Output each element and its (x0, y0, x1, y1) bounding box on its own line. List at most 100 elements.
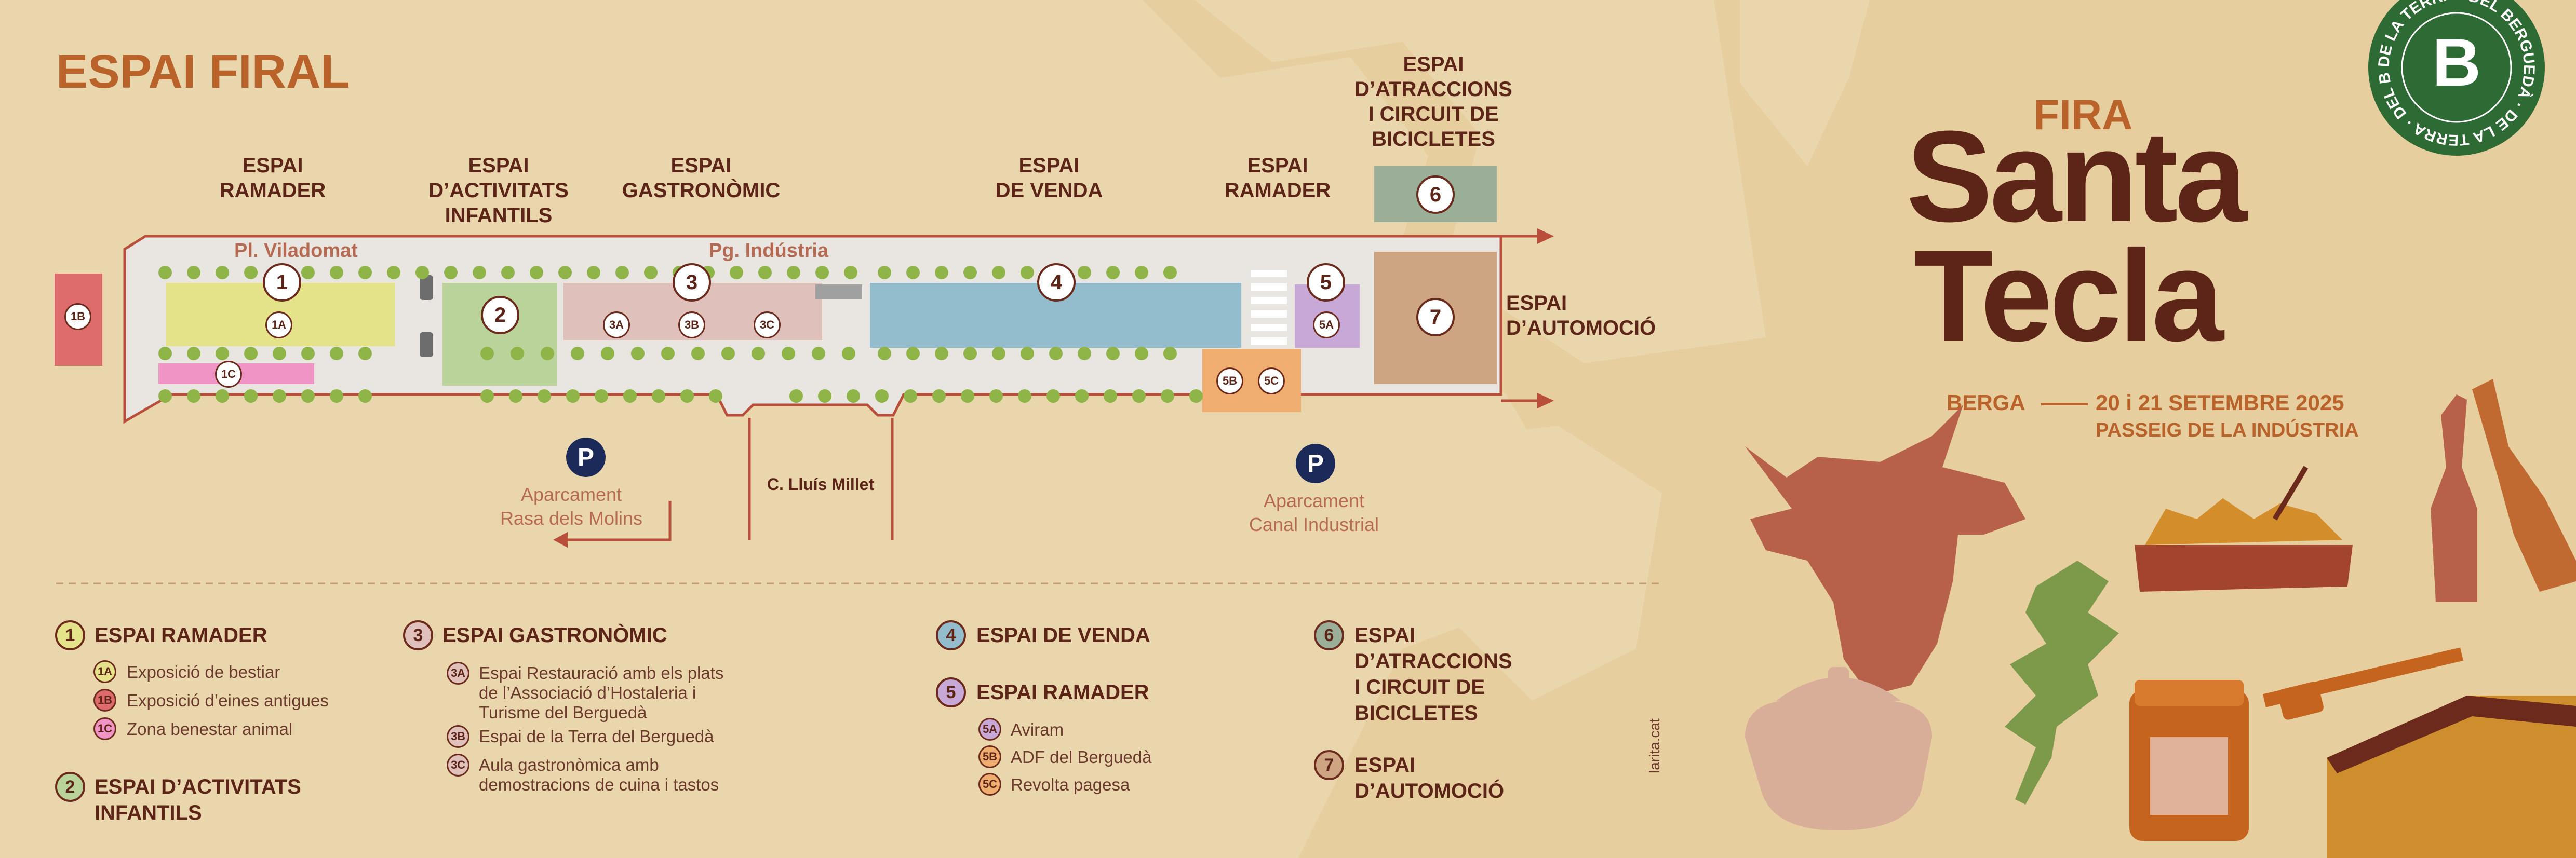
tree-dot (538, 389, 551, 403)
label-c-lluis-millet: C. Lluís Millet (767, 475, 875, 494)
tree-dot (301, 266, 315, 279)
tree-dot (709, 389, 722, 403)
marker-5A: 5A (1313, 311, 1340, 338)
tree-dot (680, 389, 694, 403)
legend-title-7: ESPAI D’AUTOMOCIÓ (1354, 754, 1505, 802)
legend-marker-1B: 1B (93, 689, 116, 712)
tree-dot (1049, 347, 1063, 360)
header-espai-ramader-1: ESPAI RAMADER (219, 154, 326, 202)
cow-head-icon (1745, 405, 2025, 696)
marker-3C: 3C (754, 311, 781, 338)
legend-marker-4: 4 (936, 620, 966, 650)
label-pg-industria: Pg. Indústria (708, 240, 829, 262)
crosswalk (1251, 270, 1287, 348)
tree-dot (1132, 389, 1146, 403)
poster-illustrations (1745, 379, 2576, 858)
tree-dot (444, 266, 458, 279)
tree-dot (480, 389, 494, 403)
tree-dot (1163, 266, 1177, 279)
tree-dot (244, 266, 258, 279)
tree-dot (1104, 389, 1117, 403)
tree-dot (875, 389, 889, 403)
marker-3B: 3B (678, 311, 705, 338)
tree-dot (273, 347, 286, 360)
tree-dot (904, 389, 917, 403)
tree-dot (244, 347, 258, 360)
tree-dot (721, 347, 735, 360)
tree-dot (511, 347, 524, 360)
credit-text: larita.cat (1646, 718, 1662, 773)
marker-1B: 1B (64, 303, 91, 330)
legend-item-3B: Espai de la Terra del Berguedà (479, 727, 714, 746)
legend-item-3A: Espai Restauració amb els plats de l’Ass… (479, 663, 724, 722)
tree-dot (473, 266, 486, 279)
legend-marker-5B: 5B (978, 745, 1001, 768)
legend-item-5B: ADF del Berguedà (1011, 747, 1152, 767)
tree-dot (1161, 389, 1174, 403)
tree-dot (216, 266, 229, 279)
tree-dot (480, 347, 494, 360)
tree-dot (216, 389, 229, 403)
poster-tecla: Tecla (1914, 223, 2224, 368)
tree-dot (509, 389, 522, 403)
label-pl-viladomat: Pl. Viladomat (234, 240, 358, 262)
header-espai-activitats: ESPAI D’ACTIVITATS INFANTILS (428, 154, 569, 227)
tree-dot (878, 266, 891, 279)
oak-leaf-icon (2005, 561, 2119, 805)
legend-item-3C: Aula gastronòmica amb demostracions de c… (479, 755, 719, 794)
booth-marker (420, 332, 433, 357)
tree-dot (1021, 347, 1034, 360)
tree-dot (906, 266, 920, 279)
marker-1C: 1C (215, 361, 242, 388)
tree-dot (415, 266, 429, 279)
parking-icon: P (566, 438, 606, 477)
legend-item-5C: Revolta pagesa (1011, 775, 1130, 794)
pot-lid-icon (1776, 677, 1901, 701)
legend-marker-5: 5 (936, 677, 966, 707)
header-espai-atraccions: ESPAI D’ATRACCIONS I CIRCUIT DE BICICLET… (1354, 53, 1512, 151)
tree-dot (935, 266, 948, 279)
legend-marker-1C: 1C (93, 717, 116, 740)
tree-dot (571, 347, 584, 360)
legend-marker-5C: 5C (978, 773, 1001, 796)
tree-dot (844, 266, 857, 279)
tree-dot (812, 347, 825, 360)
marker-1: 1 (263, 263, 301, 302)
header-espai-gastronomic: ESPAI GASTRONÒMIC (622, 154, 781, 202)
tree-dot (595, 389, 608, 403)
tree-dot (842, 347, 855, 360)
poster-santa: Santa (1906, 104, 2247, 249)
legend-item-1B: Exposició d’eines antigues (127, 691, 329, 710)
booth-marker (420, 275, 433, 300)
tree-dot (358, 347, 372, 360)
poster-dash (2041, 403, 2088, 405)
tree-dot (387, 266, 400, 279)
tree-dot (758, 266, 772, 279)
legend-item-1A: Exposició de bestiar (127, 662, 280, 682)
legend-marker-5A: 5A (978, 718, 1001, 741)
tree-dot (652, 389, 665, 403)
legend-item-1C: Zona benestar animal (127, 719, 293, 739)
marker-3: 3 (673, 263, 711, 302)
marker-4: 4 (1037, 263, 1076, 302)
legend-marker-6: 6 (1314, 620, 1344, 650)
tree-dot (501, 266, 515, 279)
terra-bergueda-badge: DE LA TERRA · DEL BERGUEDÀ · DE LA TERRA… (2358, 0, 2545, 156)
tree-dot (1075, 389, 1089, 403)
marker-6: 6 (1416, 175, 1455, 214)
poster-fira: FIRA (2033, 91, 2133, 139)
legend-title-1: ESPAI RAMADER (95, 624, 267, 647)
tree-dot (989, 389, 1003, 403)
tree-dot (789, 389, 803, 403)
tree-dot (601, 347, 614, 360)
bottle-icon (2431, 394, 2477, 602)
tree-dot (782, 347, 795, 360)
tree-dot (1078, 266, 1091, 279)
tree-dot (935, 347, 948, 360)
tree-dot (906, 347, 920, 360)
tree-dot (818, 389, 831, 403)
marker-5C: 5C (1258, 367, 1285, 394)
legend-marker-3A: 3A (447, 662, 469, 685)
tree-dot (1046, 389, 1060, 403)
